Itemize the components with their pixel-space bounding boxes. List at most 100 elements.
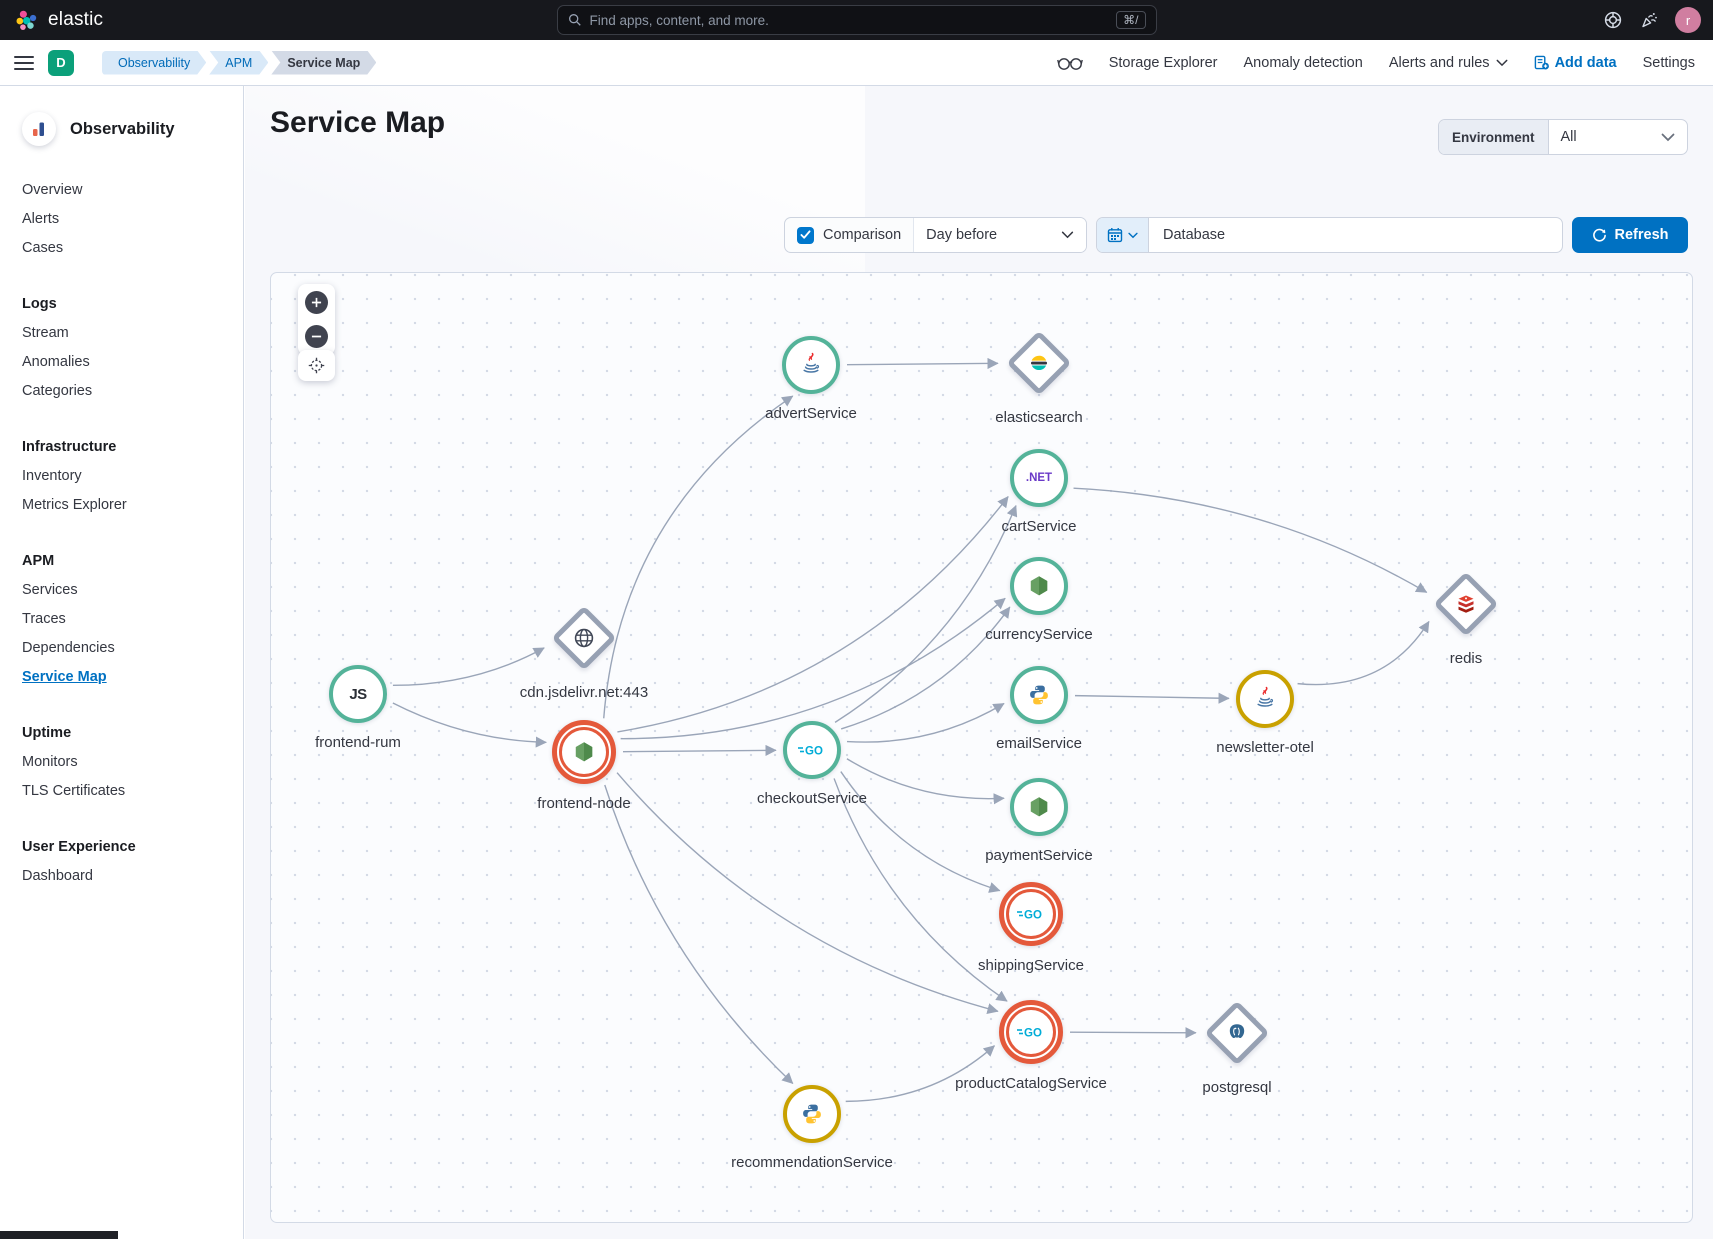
sidebar-item-categories[interactable]: Categories xyxy=(22,383,93,399)
java-icon xyxy=(799,352,823,378)
edge-newsletter-otel-to-redis xyxy=(1297,620,1430,686)
edge-frontend-node-to-recommendationservice xyxy=(604,784,794,1085)
horizontal-scrollbar-thumb[interactable] xyxy=(0,1231,118,1239)
node-shape-diamond xyxy=(1204,1000,1270,1066)
zoom-in-button[interactable] xyxy=(305,291,328,314)
edge-checkoutservice-to-cartservice xyxy=(834,504,1018,723)
guided-setup-glasses-icon[interactable] xyxy=(1056,54,1083,72)
map-node-cartservice[interactable]: .NET xyxy=(1010,449,1068,507)
map-controls-row: Comparison Day before xyxy=(245,217,1688,253)
node-shape-circle xyxy=(782,336,840,394)
map-node-advertservice[interactable] xyxy=(782,336,840,394)
sidebar-item-services[interactable]: Services xyxy=(22,582,78,598)
node-shape-circle xyxy=(1010,666,1068,724)
nav-link-add-data[interactable]: Add data xyxy=(1534,55,1617,71)
space-badge[interactable]: D xyxy=(48,49,74,76)
date-quick-select-button[interactable] xyxy=(1097,218,1149,252)
edge-emailservice-to-newsletter-otel xyxy=(1074,692,1230,704)
sidebar-item-monitors[interactable]: Monitors xyxy=(22,754,78,770)
map-node-elasticsearch[interactable] xyxy=(1006,330,1072,396)
map-node-currencyservice[interactable] xyxy=(1010,557,1068,615)
node-label-cdn-jsdelivr-net-443: cdn.jsdelivr.net:443 xyxy=(519,684,649,701)
map-node-checkoutservice[interactable]: GO xyxy=(783,721,841,779)
elasticsearch-icon xyxy=(1027,351,1051,375)
global-search-input[interactable]: Find apps, content, and more. ⌘/ xyxy=(556,5,1157,35)
sidebar-item-traces[interactable]: Traces xyxy=(22,611,66,627)
sidebar-item-overview[interactable]: Overview xyxy=(22,182,83,198)
news-party-icon[interactable] xyxy=(1639,10,1659,30)
map-node-shippingservice[interactable]: GO xyxy=(999,882,1063,946)
map-node-recommendationservice[interactable] xyxy=(783,1085,841,1143)
map-node-frontend-rum[interactable]: JS xyxy=(329,665,387,723)
add-data-icon xyxy=(1534,55,1549,70)
comparison-group: Comparison Day before xyxy=(784,217,1087,253)
map-node-cdn-jsdelivr-net-443[interactable] xyxy=(551,605,617,671)
js-icon: JS xyxy=(349,685,367,703)
map-node-productcatalogservice[interactable]: GO xyxy=(999,1000,1063,1064)
nav-link-storage-explorer[interactable]: Storage Explorer xyxy=(1108,54,1218,71)
nav-link-settings[interactable]: Settings xyxy=(1642,54,1695,71)
node-label-advertservice: advertService xyxy=(765,405,857,422)
svg-text:GO: GO xyxy=(1024,1028,1042,1040)
sidebar-item-cases[interactable]: Cases xyxy=(22,240,64,256)
node-label-emailservice: emailService xyxy=(996,735,1082,752)
logo-text: elastic xyxy=(48,9,104,30)
menu-hamburger-icon[interactable] xyxy=(14,55,34,71)
map-node-postgresql[interactable] xyxy=(1204,1000,1270,1066)
svg-text:GO: GO xyxy=(805,746,823,758)
comparison-toggle[interactable]: Comparison xyxy=(785,218,913,252)
map-node-redis[interactable] xyxy=(1433,571,1499,637)
comparison-selected-value: Day before xyxy=(926,227,998,243)
environment-select[interactable]: All xyxy=(1549,120,1687,154)
breadcrumb-apm[interactable]: APM xyxy=(209,51,268,75)
sidebar-item-dependencies[interactable]: Dependencies xyxy=(22,640,115,656)
user-avatar[interactable]: r xyxy=(1675,7,1701,33)
node-label-shippingservice: shippingService xyxy=(978,957,1084,974)
edge-frontend-node-to-cartservice xyxy=(617,496,1009,733)
edge-productcatalogservice-to-postgresql xyxy=(1069,1027,1197,1039)
sidebar-item-anomalies[interactable]: Anomalies xyxy=(22,354,90,370)
node-label-productcatalogservice: productCatalogService xyxy=(955,1075,1107,1092)
elastic-logo[interactable]: elastic xyxy=(0,8,103,33)
search-query-input[interactable]: Database xyxy=(1163,227,1226,243)
map-node-frontend-node[interactable] xyxy=(552,720,616,784)
redis-icon xyxy=(1454,593,1478,615)
sidebar-item-metrics-explorer[interactable]: Metrics Explorer xyxy=(22,497,127,513)
sidebar-item-tls-certificates[interactable]: TLS Certificates xyxy=(22,783,126,799)
node-shape-diamond xyxy=(1433,571,1499,637)
map-node-newsletter-otel[interactable] xyxy=(1236,670,1294,728)
zoom-out-button[interactable] xyxy=(305,325,328,348)
go-icon: GO xyxy=(1016,906,1046,922)
breadcrumb-service-map: Service Map xyxy=(271,51,376,75)
node-label-checkoutservice: checkoutService xyxy=(756,790,868,807)
sidebar-item-dashboard[interactable]: Dashboard xyxy=(22,868,93,884)
edge-recommendationservice-to-productcatalogservice xyxy=(845,1045,995,1103)
comparison-checkbox[interactable] xyxy=(797,226,814,244)
minus-icon xyxy=(311,335,322,338)
refresh-button[interactable]: Refresh xyxy=(1572,217,1688,253)
comparison-select[interactable]: Day before xyxy=(913,218,1086,252)
nav-link-anomaly-detection[interactable]: Anomaly detection xyxy=(1243,54,1363,71)
sidebar-item-inventory[interactable]: Inventory xyxy=(22,468,82,484)
edge-frontend-rum-to-frontend-node xyxy=(392,702,547,748)
breadcrumb-observability[interactable]: Observability xyxy=(102,51,206,75)
edge-frontend-node-to-productcatalogservice xyxy=(616,772,999,1015)
map-node-emailservice[interactable] xyxy=(1010,666,1068,724)
center-map-button[interactable] xyxy=(298,350,335,381)
sidebar-item-alerts[interactable]: Alerts xyxy=(22,211,60,227)
help-icon[interactable] xyxy=(1603,10,1623,30)
nav-link-alerts-and-rules[interactable]: Alerts and rules xyxy=(1389,55,1508,71)
sidebar-item-service-map[interactable]: Service Map xyxy=(22,669,107,685)
python-icon xyxy=(1027,683,1051,707)
node-label-cartservice: cartService xyxy=(1001,518,1077,535)
sidebar-item-stream[interactable]: Stream xyxy=(22,325,69,341)
edge-frontend-node-to-advertservice xyxy=(603,395,794,719)
node-label-postgresql: postgresql xyxy=(1202,1079,1272,1096)
map-node-paymentservice[interactable] xyxy=(1010,778,1068,836)
node-label-currencyservice: currencyService xyxy=(985,626,1093,643)
node-label-recommendationservice: recommendationService xyxy=(731,1154,893,1171)
node-shape-circle xyxy=(783,1085,841,1143)
node-shape-diamond xyxy=(551,605,617,671)
